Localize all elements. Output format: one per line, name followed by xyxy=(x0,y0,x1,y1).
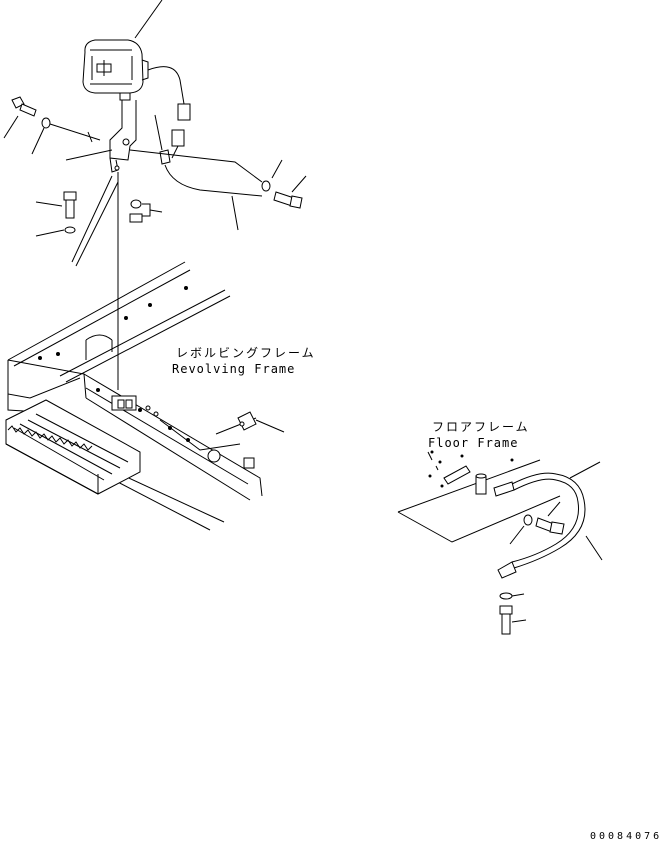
nut xyxy=(129,213,143,223)
harness-clamp xyxy=(159,149,171,165)
washer-left xyxy=(41,117,51,129)
bolt-left xyxy=(11,96,37,117)
lock-washer xyxy=(130,199,142,209)
floor-frame-label-en: Floor Frame xyxy=(428,436,519,450)
frame-ground-terminal xyxy=(215,411,285,435)
revolving-frame-label-en: Revolving Frame xyxy=(172,362,296,376)
lamp-wire xyxy=(147,66,185,105)
working-lamp xyxy=(82,39,149,101)
floor-bolt-right xyxy=(535,517,565,535)
mount-base xyxy=(111,395,159,417)
ground-cable xyxy=(493,461,603,579)
harness-bottom xyxy=(164,164,263,197)
floor-frame-label-jp: フロアフレーム xyxy=(432,420,530,434)
revolving-frame-label-jp: レボルビングフレーム xyxy=(176,346,316,360)
washer-vertical xyxy=(64,226,76,234)
floor-washer-lower xyxy=(499,592,513,600)
leader-lamp xyxy=(134,0,163,39)
drawing-number: 00084076 xyxy=(590,831,663,842)
frame-small-part xyxy=(243,457,255,469)
floor-frame xyxy=(397,450,561,543)
lamp-bracket xyxy=(109,100,137,173)
washer-right xyxy=(261,180,271,192)
harness-connector xyxy=(171,129,185,147)
floor-bolt-lower xyxy=(499,605,513,635)
lamp-connector xyxy=(177,103,191,121)
bolt-right xyxy=(273,191,303,209)
floor-washer-right xyxy=(523,514,533,526)
bolt-vertical xyxy=(63,191,77,219)
step xyxy=(5,399,141,495)
bolt-axis-line xyxy=(49,123,101,143)
harness-top xyxy=(129,149,263,183)
